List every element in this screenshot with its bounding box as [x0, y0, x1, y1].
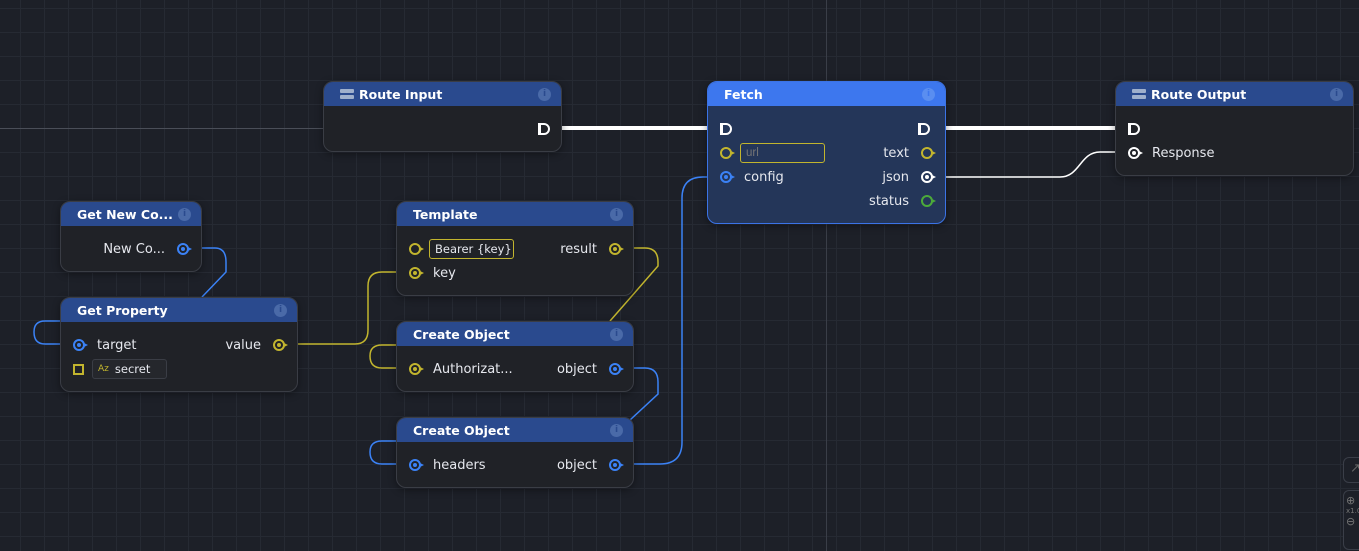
node-title: Create Object: [413, 422, 510, 438]
template-input[interactable]: Bearer {key}: [429, 239, 514, 259]
config-label: config: [744, 169, 784, 185]
node-create-object-authorization[interactable]: Create Object i Authorizat... object: [396, 321, 634, 392]
object-wire: [620, 367, 659, 421]
node-get-property[interactable]: Get Property i target value Az secret: [60, 297, 298, 392]
node-create-object-headers[interactable]: Create Object i headers object: [396, 417, 634, 488]
info-icon[interactable]: i: [1330, 87, 1343, 101]
status-port[interactable]: [921, 195, 936, 207]
key-input[interactable]: Az secret: [92, 359, 167, 379]
json-wire: [940, 151, 1132, 178]
value-port[interactable]: [273, 339, 288, 351]
string-type-icon: Az: [98, 364, 109, 374]
object-label: object: [556, 457, 597, 473]
node-title: Get Property: [77, 302, 168, 318]
info-icon[interactable]: i: [610, 327, 623, 341]
result-wire: [609, 247, 659, 322]
json-port[interactable]: [921, 171, 936, 183]
key-value: secret: [114, 362, 151, 376]
auth-wire: [369, 344, 412, 369]
zoom-in-button[interactable]: ⊕: [1346, 494, 1356, 507]
headers-wire: [369, 440, 412, 465]
authorization-port[interactable]: [409, 363, 424, 375]
key-port[interactable]: [409, 267, 424, 279]
zoom-controls: ⊕ x1.0 ⊖: [1343, 490, 1359, 550]
server-icon: [1132, 89, 1146, 99]
value-key-wire: [285, 271, 412, 345]
template-port[interactable]: [409, 243, 424, 255]
info-icon[interactable]: i: [922, 87, 935, 101]
server-icon: [340, 89, 354, 99]
key-port[interactable]: [73, 363, 84, 375]
info-icon[interactable]: i: [610, 423, 623, 437]
node-title: Route Input: [359, 86, 443, 102]
config-port[interactable]: [720, 171, 735, 183]
exec-output-port[interactable]: [918, 123, 930, 135]
json-label: json: [882, 169, 909, 185]
zoom-level: x1.0: [1346, 507, 1359, 515]
url-port[interactable]: [720, 147, 735, 159]
target-label: target: [97, 337, 137, 353]
output-label: New Co...: [103, 241, 165, 257]
exec-input-port[interactable]: [720, 123, 732, 135]
node-route-input[interactable]: Route Input i: [323, 81, 562, 152]
output-port[interactable]: [177, 243, 192, 255]
text-label: text: [883, 145, 909, 161]
info-icon[interactable]: i: [178, 207, 191, 221]
grid-axis-horizontal: [0, 128, 323, 129]
response-port[interactable]: [1128, 147, 1143, 159]
node-fetch[interactable]: Fetch i config text json status: [707, 81, 946, 224]
node-route-output[interactable]: Route Output i Response: [1115, 81, 1354, 176]
headers-label: headers: [433, 457, 486, 473]
status-label: status: [869, 193, 909, 209]
authorization-label: Authorizat...: [433, 361, 513, 377]
response-label: Response: [1152, 145, 1215, 161]
info-icon[interactable]: i: [274, 303, 287, 317]
url-input[interactable]: [740, 143, 825, 163]
new-co-wire: [188, 247, 227, 298]
node-template[interactable]: Template i Bearer {key} result key: [396, 201, 634, 296]
node-get-new[interactable]: Get New Co... i New Co...: [60, 201, 202, 272]
node-title: Get New Co...: [77, 206, 173, 222]
exec-input-port[interactable]: [1128, 123, 1140, 135]
info-icon[interactable]: i: [610, 207, 623, 221]
fit-view-button[interactable]: ↗: [1343, 457, 1359, 483]
object-label: object: [556, 361, 597, 377]
node-title: Template: [413, 206, 478, 222]
result-label: result: [560, 241, 597, 257]
headers-port[interactable]: [409, 459, 424, 471]
node-title: Create Object: [413, 326, 510, 342]
node-title: Route Output: [1151, 86, 1247, 102]
object-port[interactable]: [609, 459, 624, 471]
exec-output-port[interactable]: [538, 123, 550, 135]
text-port[interactable]: [921, 147, 936, 159]
result-port[interactable]: [609, 243, 624, 255]
key-label: key: [433, 265, 456, 281]
grid-axis-vertical: [826, 0, 827, 551]
object-port[interactable]: [609, 363, 624, 375]
value-label: value: [225, 337, 261, 353]
config-wire: [620, 176, 722, 465]
node-title: Fetch: [724, 86, 763, 102]
target-port[interactable]: [73, 339, 88, 351]
target-wire: [33, 320, 60, 345]
zoom-out-button[interactable]: ⊖: [1346, 515, 1356, 528]
info-icon[interactable]: i: [538, 87, 551, 101]
arrow-icon: ↗: [1350, 461, 1359, 476]
